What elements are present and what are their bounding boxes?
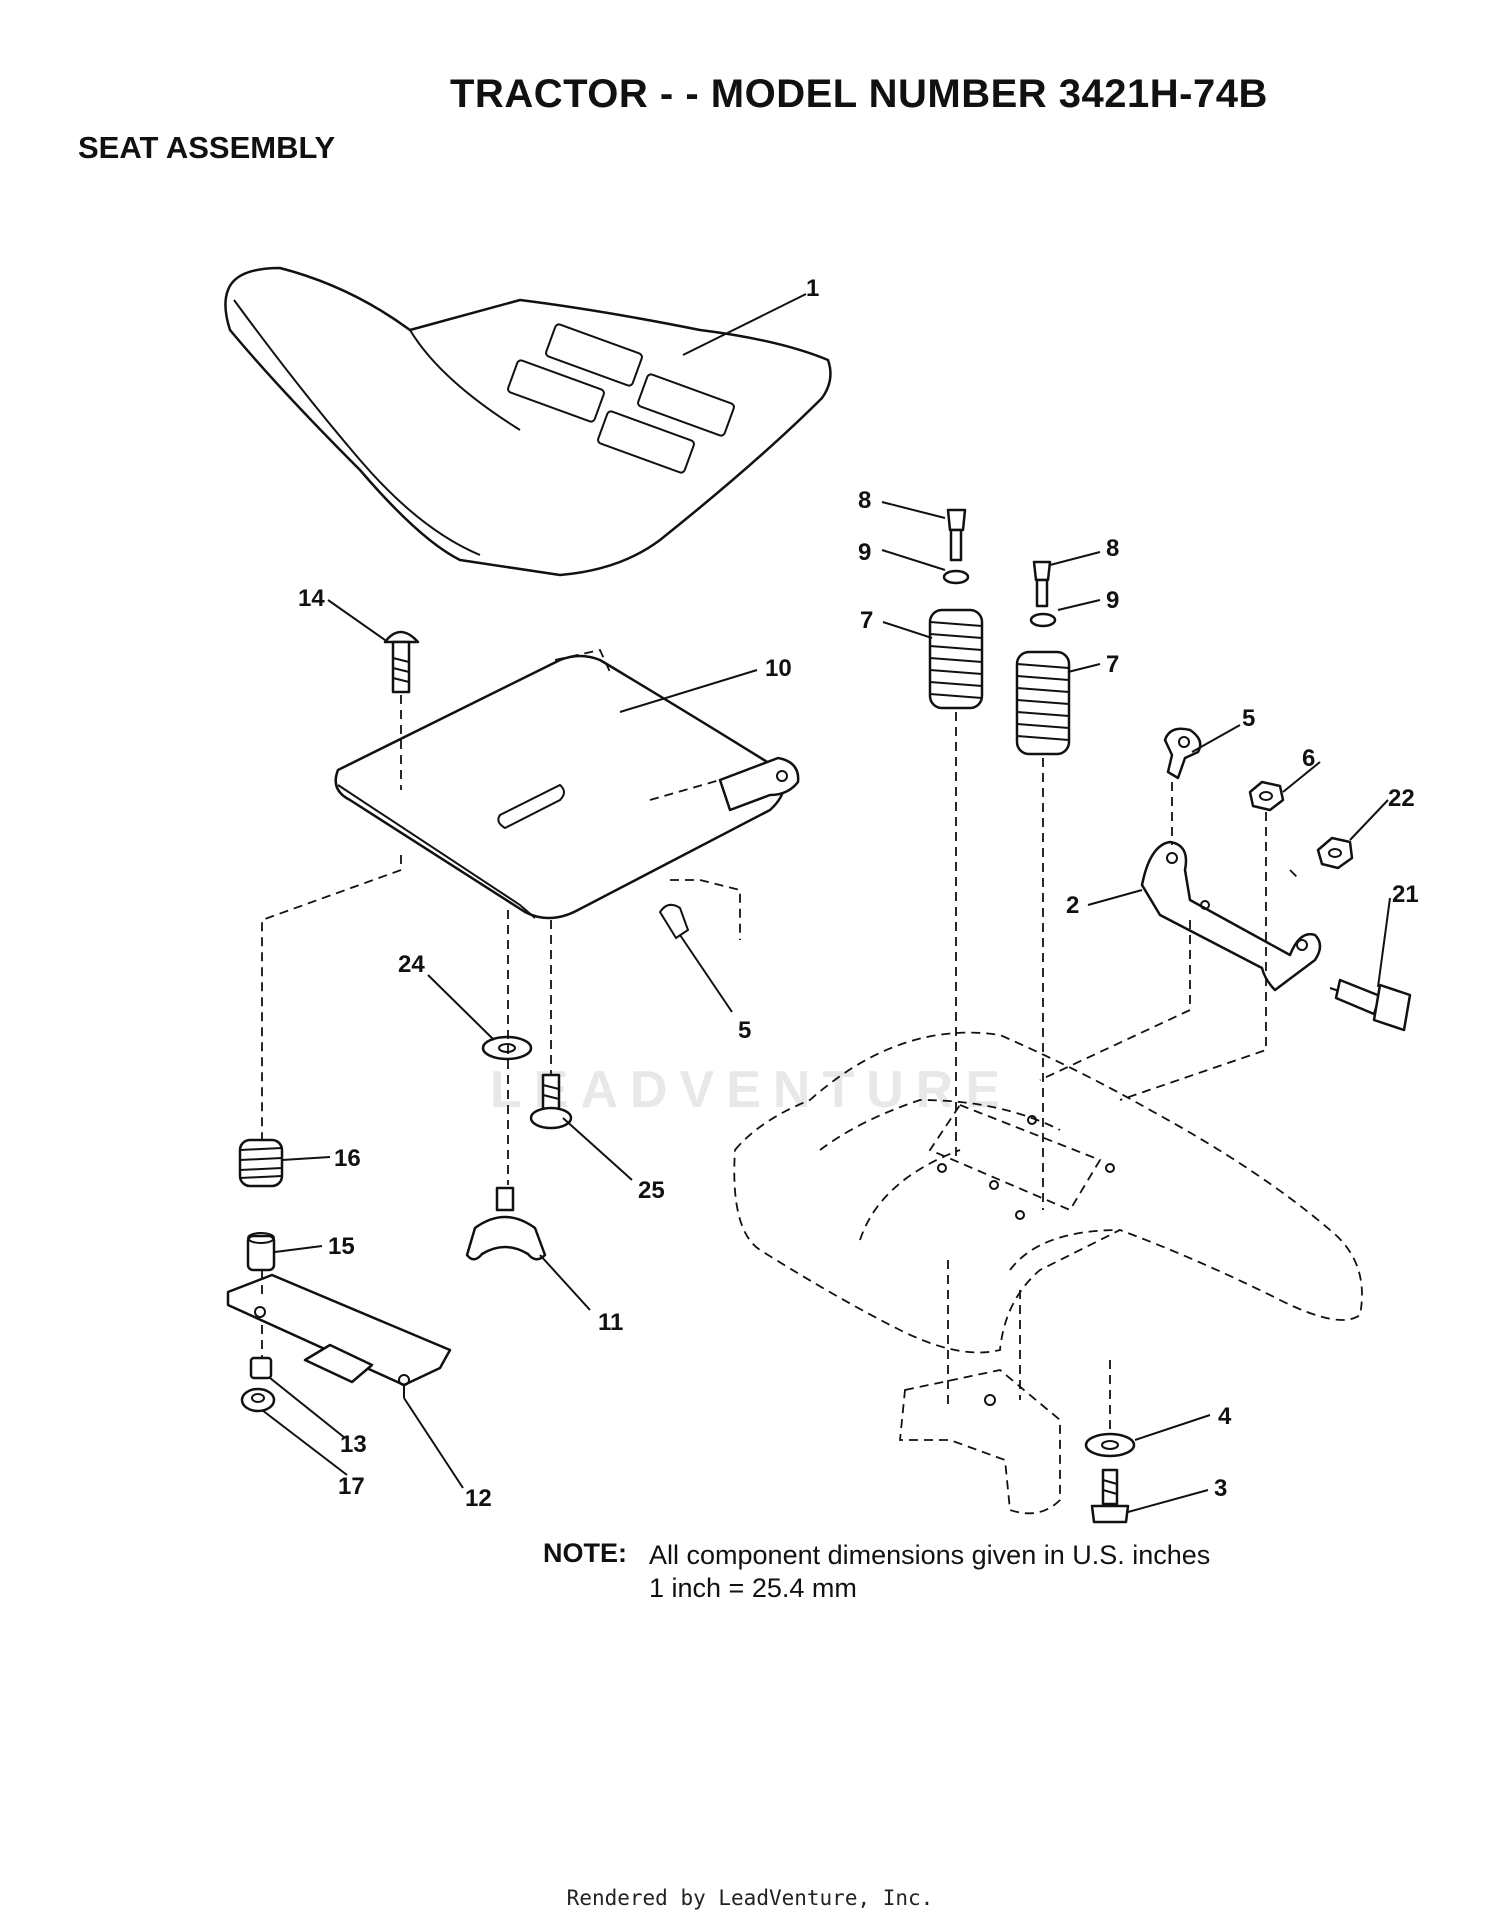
note-line-1: All component dimensions given in U.S. i… xyxy=(649,1540,1211,1570)
callout-24: 24 xyxy=(398,951,425,978)
clip-part xyxy=(1163,727,1202,780)
section-title: SEAT ASSEMBLY xyxy=(78,130,336,165)
callout-4: 4 xyxy=(1218,1403,1232,1430)
hex-bolt-part xyxy=(1090,1468,1130,1524)
bracket-part xyxy=(1140,840,1322,992)
page-title: TRACTOR - - MODEL NUMBER 3421H-74B xyxy=(450,72,1268,116)
callout-13: 13 xyxy=(340,1431,367,1458)
clip-part-lower xyxy=(658,903,690,940)
callout-25: 25 xyxy=(638,1177,665,1204)
frame-washer-part xyxy=(1084,1432,1136,1458)
callout-11: 11 xyxy=(598,1309,623,1336)
note-label: NOTE: xyxy=(543,1538,627,1568)
washer-part xyxy=(481,1035,533,1061)
slide-rail-part xyxy=(226,1273,452,1398)
shoulder-bolt-21-part xyxy=(1329,978,1412,1032)
knob-part xyxy=(465,1186,547,1261)
callout-8-right: 8 xyxy=(1106,535,1119,562)
note-line-2: 1 inch = 25.4 mm xyxy=(649,1573,857,1603)
leader-lines xyxy=(261,293,1391,1513)
callout-5-lower: 5 xyxy=(738,1017,751,1044)
callout-22: 22 xyxy=(1388,785,1415,812)
callout-2: 2 xyxy=(1066,892,1079,919)
hex-nut-part xyxy=(1248,780,1285,812)
callout-7-right: 7 xyxy=(1106,651,1119,678)
callout-3: 3 xyxy=(1214,1475,1227,1502)
seat-pan-part xyxy=(334,648,800,920)
callout-9-left: 9 xyxy=(858,539,871,566)
bushing-part xyxy=(246,1232,276,1272)
tractor-frame-outline xyxy=(733,1031,1363,1515)
assembly-lines xyxy=(261,695,1301,1430)
callout-16: 16 xyxy=(334,1145,361,1172)
flange-nut-part xyxy=(240,1387,276,1413)
jam-nut-part xyxy=(1316,836,1354,870)
spring-stack-right xyxy=(1015,560,1071,756)
callout-7-left: 7 xyxy=(860,607,873,634)
callout-21: 21 xyxy=(1392,881,1419,908)
footer-credit: Rendered by LeadVenture, Inc. xyxy=(566,1886,934,1910)
seat-part xyxy=(224,266,832,577)
callout-labels: 1 8 9 7 8 9 7 10 14 5 6 22 2 21 5 24 16 … xyxy=(298,275,1419,1512)
spring-stack-left xyxy=(928,508,984,710)
callout-5-top: 5 xyxy=(1242,705,1255,732)
callout-6: 6 xyxy=(1302,745,1315,772)
callout-8-left: 8 xyxy=(858,487,871,514)
callout-9-right: 9 xyxy=(1106,587,1119,614)
carriage-bolt-part xyxy=(383,630,420,694)
callout-14: 14 xyxy=(298,585,325,612)
callout-17: 17 xyxy=(338,1473,365,1500)
nut-part xyxy=(249,1356,273,1380)
callout-15: 15 xyxy=(328,1233,355,1260)
spring-part xyxy=(238,1138,284,1188)
callout-1: 1 xyxy=(806,275,819,302)
watermark-text: LEADVENTURE xyxy=(490,1061,1013,1119)
callout-10: 10 xyxy=(765,655,792,682)
shoulder-bolt-part xyxy=(529,1073,573,1130)
callout-12: 12 xyxy=(465,1485,492,1512)
